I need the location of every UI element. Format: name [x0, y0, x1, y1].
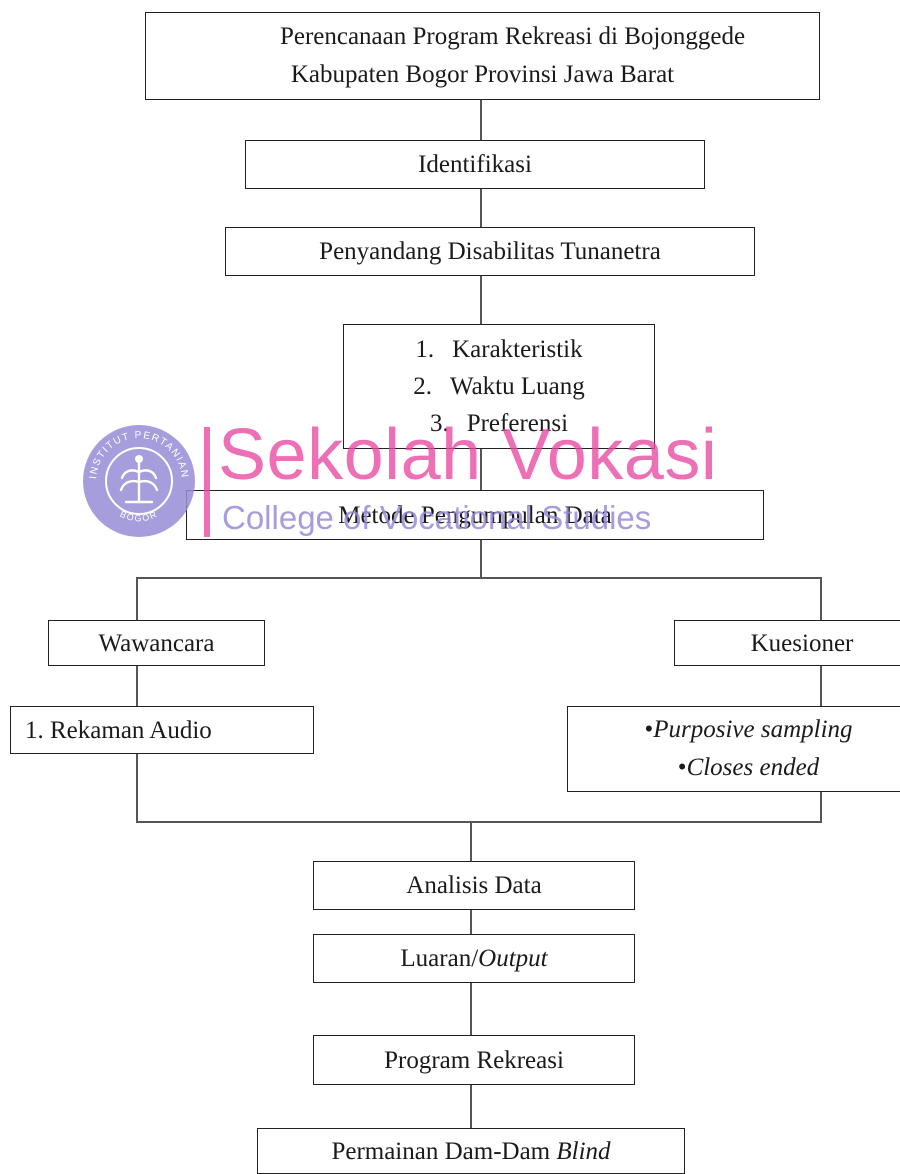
aspect-item: 1.Karakteristik	[415, 336, 583, 363]
kuesioner-item: •Purposive sampling	[644, 716, 853, 743]
identifikasi-box: Identifikasi	[245, 140, 705, 189]
metode-box: Metode Pengumpulan Data	[186, 490, 764, 540]
title-box: Perencanaan Program Rekreasi di Bojongge…	[145, 12, 820, 100]
penyandang-box: Penyandang Disabilitas Tunanetra	[225, 227, 755, 276]
connector-branch	[136, 577, 822, 579]
title-line-2: Kabupaten Bogor Provinsi Jawa Barat	[290, 61, 675, 88]
connector	[480, 189, 482, 227]
connector	[480, 540, 482, 578]
title-line-1: Perencanaan Program Rekreasi di Bojongge…	[279, 23, 746, 50]
connector	[136, 666, 138, 706]
analisis-label: Analisis Data	[406, 872, 542, 899]
kuesioner-item: •Closes ended	[677, 754, 820, 781]
luaran-box: Luaran/Output	[313, 934, 635, 983]
connector	[480, 100, 482, 140]
penyandang-label: Penyandang Disabilitas Tunanetra	[319, 238, 661, 265]
connector	[480, 276, 482, 324]
aspect-item: 2.Waktu Luang	[413, 373, 585, 400]
rekaman-label: 1. Rekaman Audio	[25, 716, 212, 744]
connector	[470, 983, 472, 1035]
program-label: Program Rekreasi	[384, 1046, 564, 1074]
connector	[820, 666, 822, 706]
connector	[820, 577, 822, 620]
connector	[470, 821, 472, 861]
connector	[136, 577, 138, 620]
wawancara-box: Wawancara	[48, 620, 265, 666]
rekaman-box: 1. Rekaman Audio	[10, 706, 314, 754]
aspects-box: 1.Karakteristik 2.Waktu Luang 3.Preferen…	[343, 324, 655, 449]
kuesioner-label: Kuesioner	[750, 629, 854, 657]
metode-label: Metode Pengumpulan Data	[338, 501, 612, 529]
connector-merge	[136, 821, 822, 823]
luaran-label: Luaran/Output	[400, 945, 548, 972]
wawancara-label: Wawancara	[98, 629, 215, 657]
kuesioner-box: Kuesioner	[674, 620, 900, 666]
connector	[470, 910, 472, 934]
connector	[820, 792, 822, 822]
permainan-box: Permainan Dam-Dam Blind	[257, 1128, 685, 1174]
connector	[136, 754, 138, 822]
kuesioner-items-box: •Purposive sampling •Closes ended	[567, 706, 900, 792]
connector	[470, 1085, 472, 1128]
aspect-item: 3.Preferensi	[429, 410, 569, 437]
permainan-label: Permainan Dam-Dam Blind	[331, 1137, 611, 1165]
identifikasi-label: Identifikasi	[418, 151, 532, 178]
analisis-box: Analisis Data	[313, 861, 635, 910]
program-box: Program Rekreasi	[313, 1035, 635, 1085]
connector	[480, 449, 482, 490]
